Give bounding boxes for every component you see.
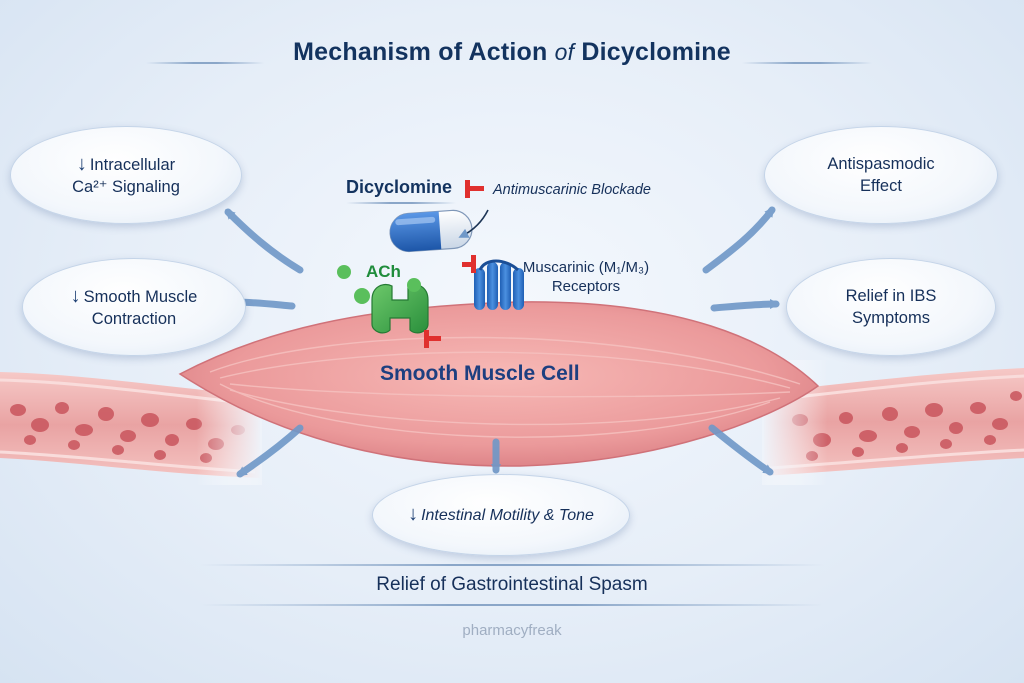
watermark: pharmacyfreak [462,622,562,639]
bottom-conclusion: Relief of Gastrointestinal Spasm [376,574,648,595]
title-part-1: Mechanism of Action [293,38,548,66]
contraction-line-2: Contraction [91,309,177,328]
calcium-line-2: Ca²⁺ Signaling [72,177,180,196]
ibs-line-2: Symptoms [852,309,930,327]
receptor-label-line-2: Receptors [551,278,621,295]
capsule-pointer-arrow [458,209,489,238]
effect-calcium-bubble: ↓Intracellular Ca²⁺ Signaling [10,126,242,224]
antispasmodic-line-1: Antispasmodic [827,155,935,173]
antispasmodic-line-2: Effect [860,177,902,195]
ach-receptor-icon [337,265,429,334]
title-part-2: Dicyclomine [581,38,731,66]
bottom-rule-top [200,564,824,566]
effect-ibs-bubble: Relief in IBS Symptoms [786,258,996,356]
calcium-line-1: Intracellular [89,155,176,174]
page-title: Mechanism of Action of Dicyclomine [0,38,1024,67]
effect-contraction-bubble: ↓Smooth Muscle Contraction [22,258,246,356]
ibs-line-1: Relief in IBS [845,287,937,305]
muscarinic-receptor-icon [474,259,524,310]
down-arrow-icon: ↓ [408,503,419,525]
down-arrow-icon: ↓ [70,284,81,307]
title-rule-right [742,62,872,64]
block-symbol-drug [465,180,484,198]
drug-label: Dicyclomine [346,177,453,197]
block-symbol-ach [424,330,441,348]
effect-motility-bubble: ↓Intestinal Motility & Tone [372,474,630,556]
effect-arrows [224,206,780,478]
down-arrow-icon: ↓ [76,152,87,175]
cell-label: Smooth Muscle Cell [380,362,580,385]
blockade-label: Antimuscarinic Blockade [493,182,651,198]
dicyclomine-capsule [389,209,473,253]
effect-antispasmodic-bubble: Antispasmodic Effect [764,126,998,224]
smooth-muscle-cell-shape [178,301,820,467]
block-symbol-receptor [462,255,476,273]
contraction-line-1: Smooth Muscle [83,287,198,306]
receptor-label: Muscarinic (M₁/M₃) Receptors [516,258,656,296]
block-symbols [424,180,484,348]
drug-label-underline [346,202,456,204]
title-rule-left [146,62,264,64]
receptor-label-line-1: Muscarinic (M₁/M₃) [522,259,650,276]
motility-text: Intestinal Motility & Tone [421,507,594,524]
title-connector: of [554,39,575,65]
bottom-rule-bottom [200,604,824,606]
ach-label: ACh [366,262,401,281]
